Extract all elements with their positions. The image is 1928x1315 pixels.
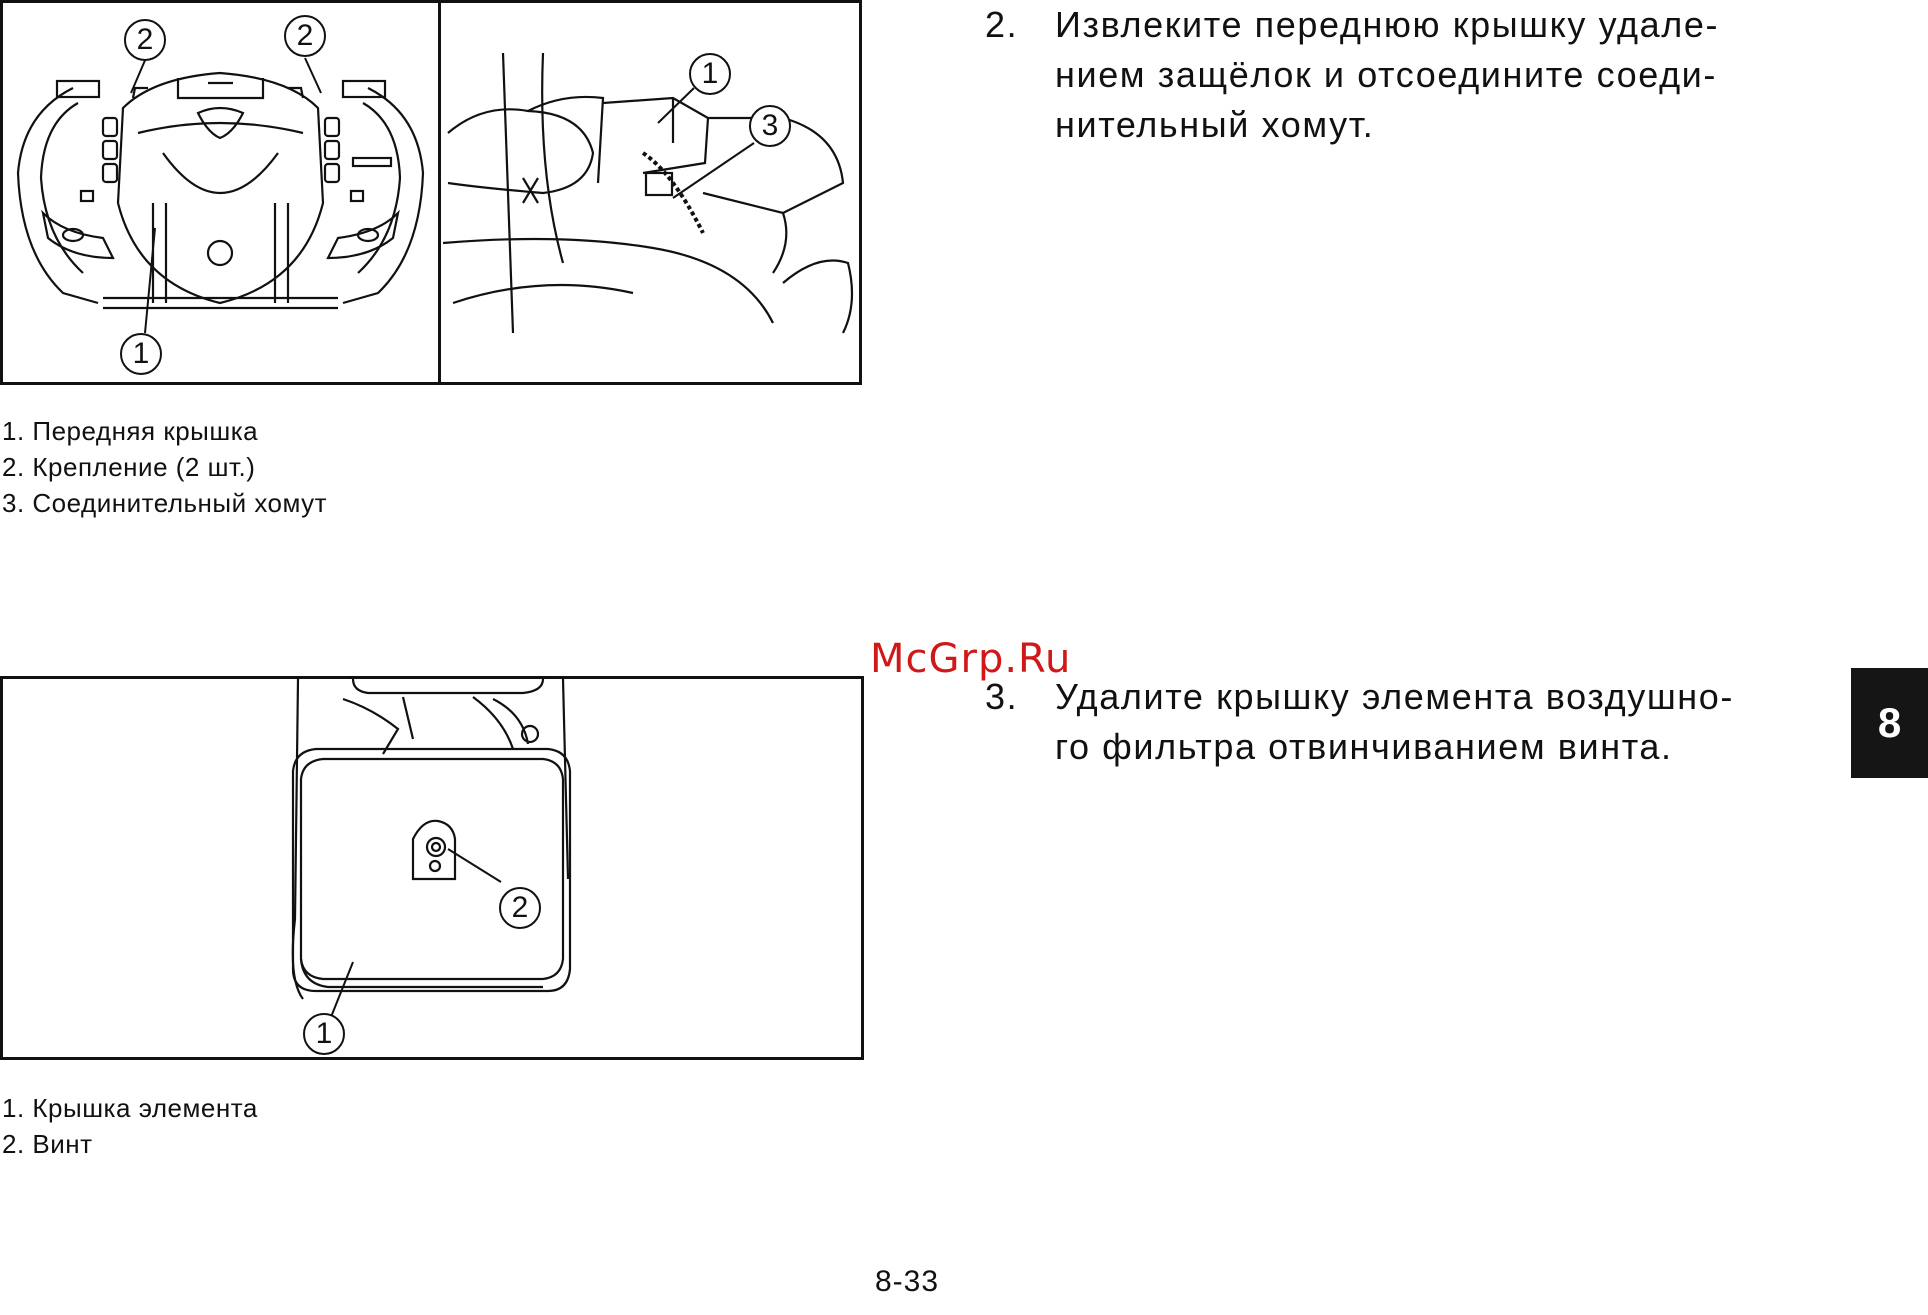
step-line: го фильтра отвинчиванием винта. (1055, 722, 1795, 772)
callout-label: 1 (316, 1017, 333, 1051)
legend-item: 3. Соединительный хомут (2, 485, 702, 521)
legend-item: 2. Винт (2, 1126, 702, 1162)
figure-1-legend: 1. Передняя крышка 2. Крепление (2 шт.) … (2, 413, 702, 521)
callout-label: 1 (702, 57, 719, 91)
step-line: нительный хомут. (1055, 100, 1795, 150)
callout-fastener-b: 2 (284, 15, 326, 57)
figure-2-legend: 1. Крышка элемента 2. Винт (2, 1090, 702, 1162)
callout-front-cover: 1 (120, 333, 162, 375)
callout-element-cover: 1 (303, 1013, 345, 1055)
step-line: Удалите крышку элемента воздушно- (1055, 672, 1795, 722)
step-text: Удалите крышку элемента воздушно- го фил… (1055, 672, 1795, 772)
step-line: нием защёлок и отсоедините соеди- (1055, 50, 1795, 100)
callout-cover-right: 1 (689, 53, 731, 95)
figure-2: 2 1 (0, 676, 864, 1060)
legend-item: 2. Крепление (2 шт.) (2, 449, 702, 485)
watermark: McGrp.Ru (870, 636, 1071, 682)
section-tab: 8 (1851, 668, 1928, 778)
legend-item: 1. Передняя крышка (2, 413, 702, 449)
step-line: Извлеките переднюю крышку удале- (1055, 0, 1795, 50)
figure-1-callouts (3, 3, 865, 388)
callout-label: 2 (512, 891, 529, 925)
callout-label: 2 (297, 19, 314, 53)
callout-fastener-a: 2 (124, 19, 166, 61)
callout-label: 3 (762, 109, 779, 143)
callout-clamp: 3 (749, 105, 791, 147)
step-number: 2. (985, 0, 1018, 50)
callout-screw: 2 (499, 887, 541, 929)
step-text: Извлеките переднюю крышку удале- нием за… (1055, 0, 1795, 150)
step-3: 3. Удалите крышку элемента воздушно- го … (985, 672, 1885, 782)
legend-item: 1. Крышка элемента (2, 1090, 702, 1126)
air-filter-cover-illustration (3, 679, 861, 1057)
page-number: 8-33 (875, 1265, 939, 1299)
figure-1: 2 2 1 1 3 (0, 0, 862, 385)
callout-label: 2 (137, 23, 154, 57)
callout-label: 1 (133, 337, 150, 371)
step-2: 2. Извлеките переднюю крышку удале- нием… (985, 0, 1885, 160)
